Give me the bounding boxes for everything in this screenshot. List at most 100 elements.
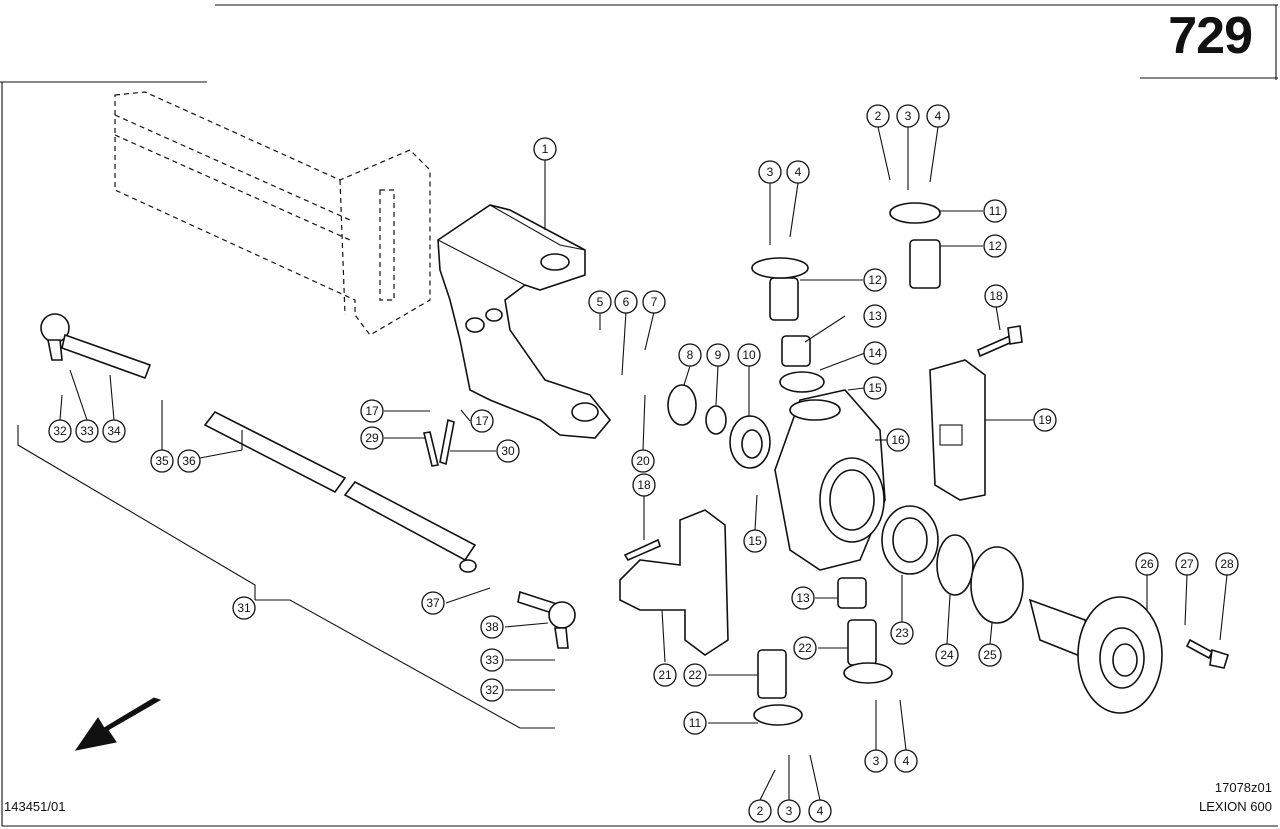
callout-3: 3 bbox=[864, 749, 888, 773]
svg-text:32: 32 bbox=[53, 424, 67, 438]
svg-text:4: 4 bbox=[795, 165, 802, 179]
svg-text:1: 1 bbox=[542, 142, 549, 156]
svg-text:20: 20 bbox=[636, 454, 650, 468]
callout-12: 12 bbox=[863, 268, 887, 292]
callout-3: 3 bbox=[758, 160, 782, 184]
svg-text:31: 31 bbox=[237, 601, 251, 615]
callout-38: 38 bbox=[480, 615, 504, 639]
callout-17: 17 bbox=[470, 409, 494, 433]
callout-37: 37 bbox=[421, 591, 445, 615]
svg-text:12: 12 bbox=[988, 239, 1002, 253]
callout-24: 24 bbox=[935, 643, 959, 667]
svg-text:14: 14 bbox=[868, 346, 882, 360]
bracket-plate bbox=[929, 359, 986, 501]
svg-text:12: 12 bbox=[868, 273, 882, 287]
svg-text:15: 15 bbox=[868, 381, 882, 395]
callout-21: 21 bbox=[653, 663, 677, 687]
drawing-id: 17078z01 bbox=[1214, 780, 1272, 795]
callout-14: 14 bbox=[863, 341, 887, 365]
svg-text:3: 3 bbox=[767, 165, 774, 179]
callout-2: 2 bbox=[866, 104, 890, 128]
callout-20: 20 bbox=[631, 449, 655, 473]
frame-lines bbox=[0, 4, 1278, 827]
leader-lines bbox=[17, 126, 1228, 801]
page-number: 729 bbox=[1168, 7, 1253, 65]
bearings-washers bbox=[667, 384, 771, 469]
svg-text:9: 9 bbox=[715, 348, 722, 362]
wheel-hub bbox=[1028, 596, 1163, 714]
callout-11: 11 bbox=[983, 199, 1007, 223]
svg-text:19: 19 bbox=[1038, 413, 1052, 427]
svg-text:22: 22 bbox=[798, 641, 812, 655]
svg-text:32: 32 bbox=[485, 683, 499, 697]
svg-text:3: 3 bbox=[786, 804, 793, 818]
lower-bracket bbox=[619, 509, 729, 656]
callout-6: 6 bbox=[614, 290, 638, 314]
svg-text:37: 37 bbox=[426, 596, 440, 610]
tie-rod-end-left bbox=[40, 313, 152, 380]
svg-text:22: 22 bbox=[688, 668, 702, 682]
svg-text:28: 28 bbox=[1220, 557, 1234, 571]
svg-text:11: 11 bbox=[989, 204, 1002, 218]
callout-27: 27 bbox=[1175, 552, 1199, 576]
svg-text:34: 34 bbox=[107, 424, 121, 438]
callout-11: 11 bbox=[683, 711, 707, 735]
callout-18: 18 bbox=[984, 284, 1008, 308]
callout-4: 4 bbox=[808, 799, 832, 823]
svg-text:17: 17 bbox=[365, 404, 379, 418]
svg-text:33: 33 bbox=[80, 424, 94, 438]
svg-text:18: 18 bbox=[637, 478, 651, 492]
svg-text:21: 21 bbox=[658, 668, 672, 682]
callout-33: 33 bbox=[75, 419, 99, 443]
callout-36: 36 bbox=[177, 449, 201, 473]
callout-8: 8 bbox=[678, 343, 702, 367]
callout-17: 17 bbox=[360, 399, 384, 423]
callout-5: 5 bbox=[588, 290, 612, 314]
callout-18: 18 bbox=[632, 473, 656, 497]
svg-text:33: 33 bbox=[485, 653, 499, 667]
seal-rings bbox=[881, 505, 1024, 624]
svg-text:16: 16 bbox=[891, 433, 905, 447]
axle-beam bbox=[114, 91, 431, 336]
tie-rod bbox=[203, 410, 477, 573]
svg-text:10: 10 bbox=[742, 348, 756, 362]
callout-31: 31 bbox=[232, 596, 256, 620]
svg-text:38: 38 bbox=[485, 620, 499, 634]
svg-text:29: 29 bbox=[365, 431, 379, 445]
callout-29: 29 bbox=[360, 426, 384, 450]
callout-35: 35 bbox=[150, 449, 174, 473]
kingpins bbox=[751, 202, 941, 726]
callout-7: 7 bbox=[642, 290, 666, 314]
svg-text:17: 17 bbox=[475, 414, 489, 428]
callout-22: 22 bbox=[793, 636, 817, 660]
callout-32: 32 bbox=[48, 419, 72, 443]
callout-4: 4 bbox=[894, 749, 918, 773]
callout-22: 22 bbox=[683, 663, 707, 687]
callout-30: 30 bbox=[496, 439, 520, 463]
svg-text:11: 11 bbox=[689, 716, 702, 730]
svg-text:4: 4 bbox=[935, 109, 942, 123]
svg-text:4: 4 bbox=[903, 754, 910, 768]
svg-text:2: 2 bbox=[757, 804, 764, 818]
svg-text:4: 4 bbox=[817, 804, 824, 818]
callout-33: 33 bbox=[480, 648, 504, 672]
model-name: LEXION 600 bbox=[1199, 799, 1272, 814]
svg-text:30: 30 bbox=[501, 444, 515, 458]
svg-text:18: 18 bbox=[989, 289, 1003, 303]
callout-13: 13 bbox=[863, 304, 887, 328]
svg-text:36: 36 bbox=[182, 454, 196, 468]
svg-text:24: 24 bbox=[940, 648, 954, 662]
callout-4: 4 bbox=[786, 160, 810, 184]
svg-text:15: 15 bbox=[748, 534, 762, 548]
svg-text:7: 7 bbox=[651, 295, 658, 309]
callout-1: 1 bbox=[533, 137, 557, 161]
callout-3: 3 bbox=[896, 104, 920, 128]
callout-2: 2 bbox=[748, 799, 772, 823]
svg-text:6: 6 bbox=[623, 295, 630, 309]
callout-4: 4 bbox=[926, 104, 950, 128]
svg-text:26: 26 bbox=[1140, 557, 1154, 571]
svg-text:8: 8 bbox=[687, 348, 694, 362]
svg-text:13: 13 bbox=[868, 309, 882, 323]
